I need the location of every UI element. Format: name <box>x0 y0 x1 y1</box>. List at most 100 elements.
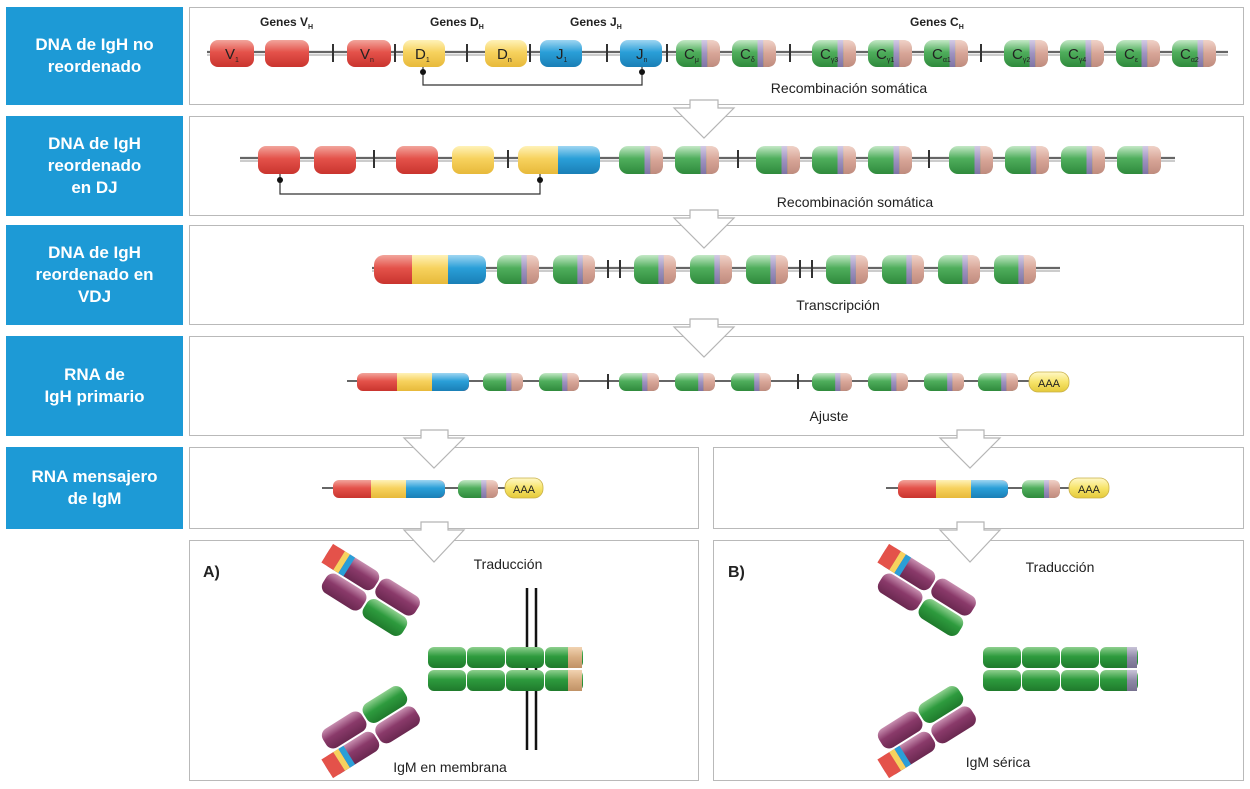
row-primary-rna: AAA Ajuste <box>347 371 1070 424</box>
caption-transcription: Transcripción <box>796 297 880 313</box>
genes-d-header: Genes DH <box>430 15 484 31</box>
mrna-secreted: AAA <box>886 477 1110 499</box>
j1-segment <box>540 40 582 67</box>
c-gene-segment <box>634 255 676 284</box>
c-gene-segment <box>1060 40 1104 67</box>
recombination-bracket-dj <box>279 174 541 195</box>
c-exon <box>539 373 579 391</box>
c-gene-segment <box>756 146 800 174</box>
v1-label: V1 <box>225 46 239 64</box>
c-gene-segment <box>1172 40 1216 67</box>
panel-secreted-igm <box>713 540 1244 781</box>
arrow-down-1 <box>672 99 736 139</box>
arrow-down-5a <box>402 521 466 563</box>
c-gene-label: Cμ <box>684 46 699 64</box>
c-gene-segment <box>690 255 732 284</box>
vn-label: Vn <box>360 46 374 64</box>
arrow-down-5b <box>938 521 1002 563</box>
c-exon <box>483 373 523 391</box>
c-gene-segment <box>1004 40 1048 67</box>
transmembrane-domain <box>568 670 582 691</box>
c-gene-label: Cγ4 <box>1068 46 1086 64</box>
svg-text:AAA: AAA <box>1078 484 1101 496</box>
heavy-chain-domain <box>1022 647 1060 668</box>
heavy-chain-domain <box>1061 647 1099 668</box>
genes-j-header: Genes JH <box>570 15 622 31</box>
c-exon <box>978 373 1018 391</box>
row-dj-rearranged-dna: Recombinación somática <box>240 146 1175 210</box>
c-gene-segment <box>675 146 719 174</box>
c-exon <box>868 373 908 391</box>
c-gene-segment <box>1061 146 1105 174</box>
primary-vdj-segment <box>357 373 469 391</box>
step-label-dj-rearranged-dna: DNA de IgH reordenado en DJ <box>6 116 183 216</box>
caption-membrane-igm: IgM en membrana <box>393 759 507 775</box>
caption-splicing: Ajuste <box>810 408 849 424</box>
c-gene-label: Cγ1 <box>876 46 894 64</box>
c-gene-segment <box>732 40 776 67</box>
c-gene-segment <box>882 255 924 284</box>
c-gene-segment <box>553 255 595 284</box>
dn-segment <box>485 40 527 67</box>
arrow-down-4a <box>402 429 466 469</box>
c-exon <box>675 373 715 391</box>
panel-b-translation: Traducción <box>1026 559 1095 575</box>
caption-somatic-recombination-1: Recombinación somática <box>771 80 928 96</box>
mrna-membrane: AAA <box>322 477 544 499</box>
transmembrane-domain <box>568 647 582 668</box>
heavy-chain-domain <box>983 647 1021 668</box>
step-label-primary-rna: RNA de IgH primario <box>6 336 183 436</box>
jn-label: Jn <box>636 46 648 64</box>
jn-segment <box>620 40 662 67</box>
c-gene-label: Cα1 <box>932 46 951 64</box>
c-gene-segment <box>619 146 663 174</box>
vn-segment <box>347 40 391 67</box>
c-gene-segment <box>938 255 980 284</box>
v-segment <box>265 40 309 67</box>
c-exon <box>924 373 964 391</box>
c-gene-segment <box>994 255 1036 284</box>
poly-a-text: AAA <box>1038 378 1061 390</box>
genes-c-header: Genes CH <box>910 15 964 31</box>
c-gene-segment <box>949 146 993 174</box>
c-exon <box>812 373 852 391</box>
tailpiece-domain <box>1127 647 1137 668</box>
c-exon <box>731 373 771 391</box>
arrow-down-4b <box>938 429 1002 469</box>
c-gene-segment <box>1116 40 1160 67</box>
c-gene-label: Cγ3 <box>820 46 838 64</box>
heavy-chain-domain <box>1061 670 1099 691</box>
flow-arrows <box>402 99 1002 563</box>
dn-label: Dn <box>497 46 512 64</box>
panel-b-letter: B) <box>728 564 745 581</box>
c-gene-segment <box>1005 146 1049 174</box>
panel-a-letter: A) <box>203 564 220 581</box>
arrow-down-2 <box>672 209 736 249</box>
heavy-chain-domain <box>1022 670 1060 691</box>
c-gene-label: Cγ2 <box>1012 46 1030 64</box>
c-gene-label: Cδ <box>740 46 755 64</box>
step-label-unrearranged-dna: DNA de IgH no reordenado <box>6 7 183 105</box>
d1-label: D1 <box>415 46 430 64</box>
heavy-chain-domain <box>506 670 544 691</box>
genes-v-header: Genes VH <box>260 15 313 31</box>
heavy-chain-domain <box>506 647 544 668</box>
c-gene-segment <box>676 40 720 67</box>
membrane-igm-diagram: A) Traducción IgM en membrana <box>203 543 583 779</box>
j1-label: J1 <box>556 46 568 64</box>
step-label-vdj-rearranged-dna: DNA de IgH reordenado en VDJ <box>6 225 183 325</box>
c-gene-segment <box>826 255 868 284</box>
v1-segment <box>210 40 254 67</box>
c-gene-segment <box>812 40 856 67</box>
row-vdj-rearranged-dna: Transcripción <box>372 255 1060 313</box>
heavy-chain-domain <box>467 670 505 691</box>
c-mu-exon <box>1022 480 1060 498</box>
c-gene-label: Cε <box>1124 46 1138 64</box>
caption-somatic-recombination-2: Recombinación somática <box>777 194 934 210</box>
c-gene-label: Cα2 <box>1180 46 1199 64</box>
c-gene-segment <box>746 255 788 284</box>
c-gene-segment <box>868 40 912 67</box>
arrow-down-3 <box>672 318 736 358</box>
heavy-chain-domain <box>428 670 466 691</box>
c-mu-exon <box>458 480 498 498</box>
